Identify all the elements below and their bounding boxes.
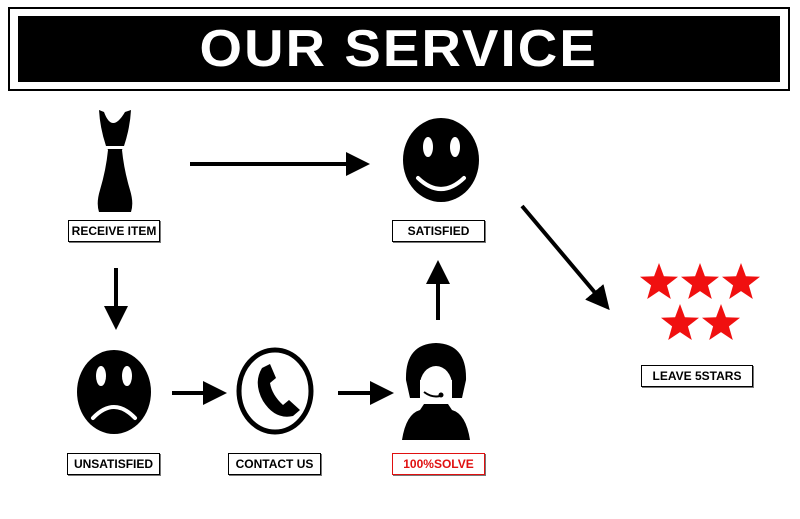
phone-icon	[236, 347, 314, 435]
contact-us-label: CONTACT US	[228, 453, 321, 475]
satisfied-label: SATISFIED	[392, 220, 485, 242]
five-stars-icon	[640, 263, 760, 340]
banner: OUR SERVICE	[18, 16, 780, 82]
unsatisfied-label: UNSATISFIED	[67, 453, 160, 475]
page-title: OUR SERVICE	[199, 20, 599, 78]
sad-face-icon	[77, 350, 151, 434]
banner-frame	[8, 7, 790, 91]
dress-icon	[97, 110, 133, 212]
solve-label: 100%SOLVE	[392, 453, 485, 475]
receive-item-label: RECEIVE ITEM	[68, 220, 160, 242]
support-agent-icon	[402, 343, 470, 440]
happy-face-icon	[403, 118, 479, 202]
arrow-satisfied-to-stars	[520, 204, 610, 311]
leave-5stars-label: LEAVE 5STARS	[641, 365, 753, 387]
